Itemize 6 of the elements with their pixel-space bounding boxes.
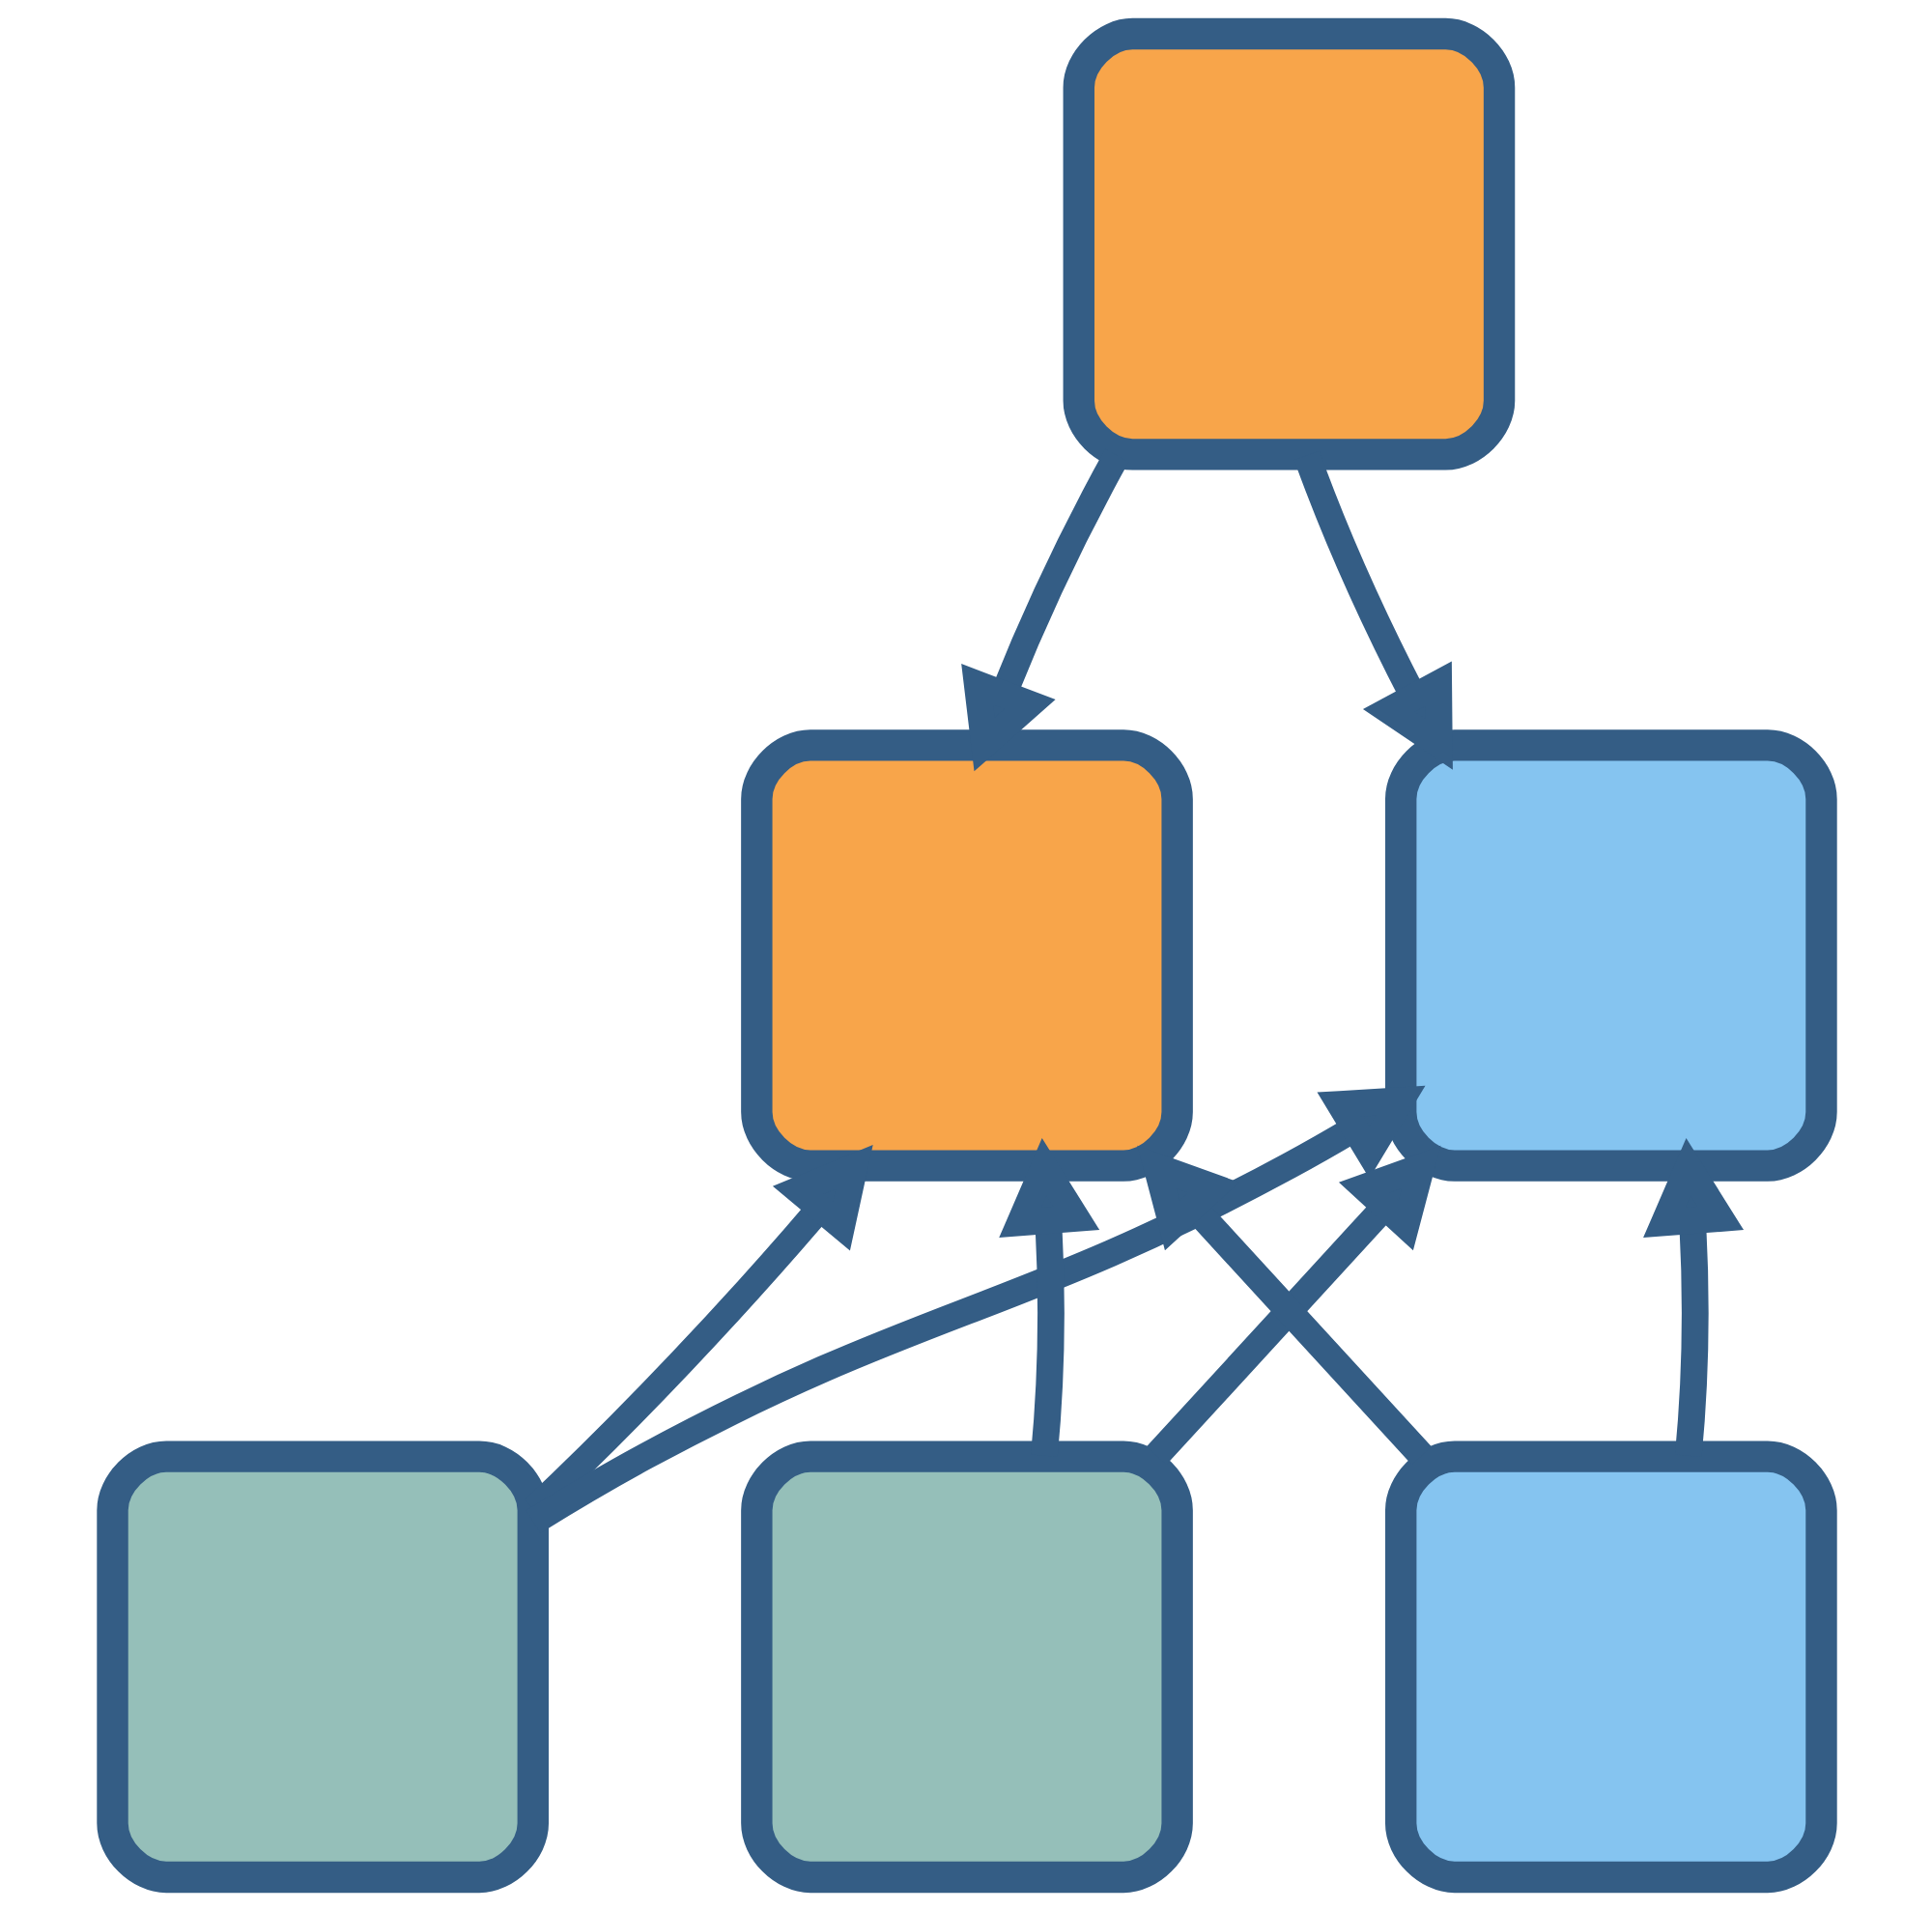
node-box — [1383, 729, 1836, 1182]
node-box — [96, 1440, 549, 1894]
node-box — [740, 1440, 1192, 1894]
node-box — [1383, 1440, 1836, 1894]
node-box — [740, 729, 1192, 1182]
node-box — [1062, 17, 1515, 471]
